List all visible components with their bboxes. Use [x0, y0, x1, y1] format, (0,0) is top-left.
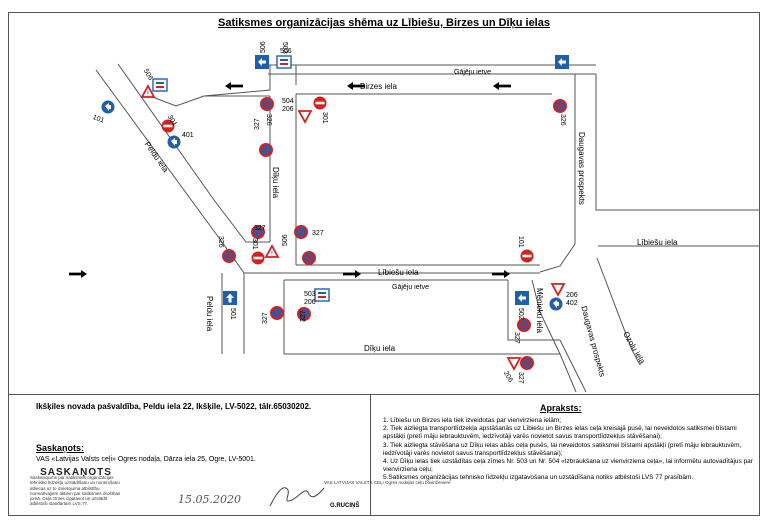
sign-code: 326 [559, 114, 566, 126]
sign-code: 506 [260, 41, 267, 53]
street-label-libiesu: Lībiešu iela [378, 268, 419, 277]
sidewalk-label-libiesu: Gājēju ietve [392, 284, 429, 291]
sign-code: 301 [321, 112, 328, 124]
street-label-daugavas-upper: Daugavas prospekts [577, 132, 586, 205]
sign-code: 206 [282, 106, 294, 113]
no-stopping-sign-icon [260, 97, 274, 111]
footer-divider [370, 394, 371, 516]
direction-arrow-left-icon [225, 82, 243, 90]
direction-sign-icon [101, 100, 115, 114]
sign-code: 301 [251, 238, 258, 250]
sign-code: 327 [312, 230, 324, 237]
sign-code: 101 [517, 236, 524, 248]
sign-code: 327 [254, 225, 266, 232]
sign-code: 506 [280, 48, 292, 55]
sign-code: 401 [182, 132, 194, 139]
agreed-organization: VAS «Latvijas Valsts ceļi» Ogres nodaļa,… [36, 456, 256, 463]
description-item: 2. Tiek aizliegta transportlīdzekļa apst… [383, 425, 737, 441]
no-stopping-sign-icon [553, 99, 567, 113]
no-entry-sign-icon [251, 251, 265, 265]
sign-code: 501 [229, 308, 236, 320]
direction-arrow-left-icon [493, 82, 511, 90]
stamp-date: 15.05.2020 [178, 493, 241, 506]
sign-code: 327 [517, 372, 524, 384]
sign-code: 326 [265, 114, 272, 126]
description-item: 4. Uz Dīķu ielas tiek uzstādītas ceļa zī… [383, 458, 753, 474]
sign-code: 327 [513, 332, 520, 344]
sign-code: 504 [282, 98, 294, 105]
agreed-heading: Saskaņots: [36, 443, 85, 453]
signatory-organization: VAS LATVIJAS VALSTS CEĻI Ogres nodaļas c… [324, 480, 451, 485]
street-label-birzes: Birzes iela [360, 82, 397, 91]
no-parking-sign-icon [270, 306, 284, 320]
sign-code: 502 [517, 308, 524, 320]
exit-one-way-sign-icon [152, 78, 168, 92]
street-label-libiesu-right: Lībiešu iela [637, 238, 678, 247]
description-item: 1. Lībiešu un Birzes iela tiek izveidota… [383, 417, 562, 424]
sign-code: 506 [282, 234, 289, 246]
municipality-address: Ikšķiles novada pašvaldība, Peldu iela 2… [36, 402, 312, 411]
yield-sign-icon [298, 110, 312, 123]
description-list: 1. Lībiešu un Birzes iela tiek izveidota… [383, 417, 755, 483]
approval-stamp: SASKAŅOTS Saskaņojums par satiksmes orga… [30, 467, 122, 507]
street-label-diku: Dīķu iela [271, 167, 280, 199]
one-way-sign-icon [515, 291, 529, 305]
sign-code: 327 [254, 118, 261, 130]
footer-separator [8, 394, 760, 395]
sign-code: 327 [300, 310, 307, 322]
traffic-scheme-map: ! [69, 55, 760, 392]
description-heading: Apraksts: [540, 403, 582, 413]
exit-one-way-sign-icon [314, 288, 330, 302]
stamp-text: Saskaņojums par satiksmes organizācijas … [30, 475, 121, 507]
stamp-title: SASKAŅOTS [40, 467, 112, 478]
street-label-diku-bottom: Dīķu iela [364, 344, 396, 353]
direction-arrow-right-icon [69, 270, 87, 278]
handwritten-signature [269, 487, 325, 507]
page-title: Satiksmes organizācijas shēma uz Lībiešu… [218, 17, 550, 29]
warning-sign-icon [141, 85, 155, 99]
street-label-peldu-lower: Peldu iela [205, 296, 214, 332]
yield-sign-icon [507, 357, 521, 370]
no-entry-sign-icon [520, 249, 534, 263]
no-parking-sign-icon [294, 225, 308, 239]
description-item: 5.Satiksmes organizācijas tehnisko līdze… [383, 474, 694, 482]
sign-code: 326 [217, 236, 224, 248]
road-lines [95, 63, 760, 392]
one-way-sign-icon [223, 291, 237, 305]
page-frame [8, 12, 760, 516]
yield-sign-icon [551, 283, 565, 296]
one-way-sign-icon [555, 55, 569, 69]
no-entry-sign-icon [313, 96, 327, 110]
sign-code: 503 [304, 291, 316, 298]
exit-one-way-sign-icon [276, 55, 292, 69]
sidewalk-label-top: Gājēju ietve [454, 69, 491, 76]
warning-sign-icon [265, 245, 279, 259]
description-item: 3. Tiek aizliegta stāvēšana uz Dīķu iela… [383, 441, 742, 457]
no-stopping-sign-icon [302, 251, 316, 265]
direction-arrow-right-icon [492, 270, 510, 278]
no-stopping-sign-icon [222, 249, 236, 263]
mandatory-direction-sign-icon [167, 135, 181, 149]
no-parking-sign-icon [259, 143, 273, 157]
sign-code: 206 [566, 292, 578, 299]
street-label-meniku: Mēnieku iela [535, 288, 544, 333]
sign-code: 402 [566, 300, 578, 307]
no-stopping-sign-icon [520, 356, 534, 370]
no-stopping-sign-icon [517, 318, 531, 332]
sign-code: 206 [304, 299, 316, 306]
sign-code: 327 [262, 312, 269, 324]
one-way-sign-icon [255, 55, 269, 69]
signatory-name: G.RUCIŅŠ [330, 503, 360, 509]
mandatory-direction-sign-icon [549, 297, 563, 311]
direction-arrow-right-icon [343, 270, 361, 278]
